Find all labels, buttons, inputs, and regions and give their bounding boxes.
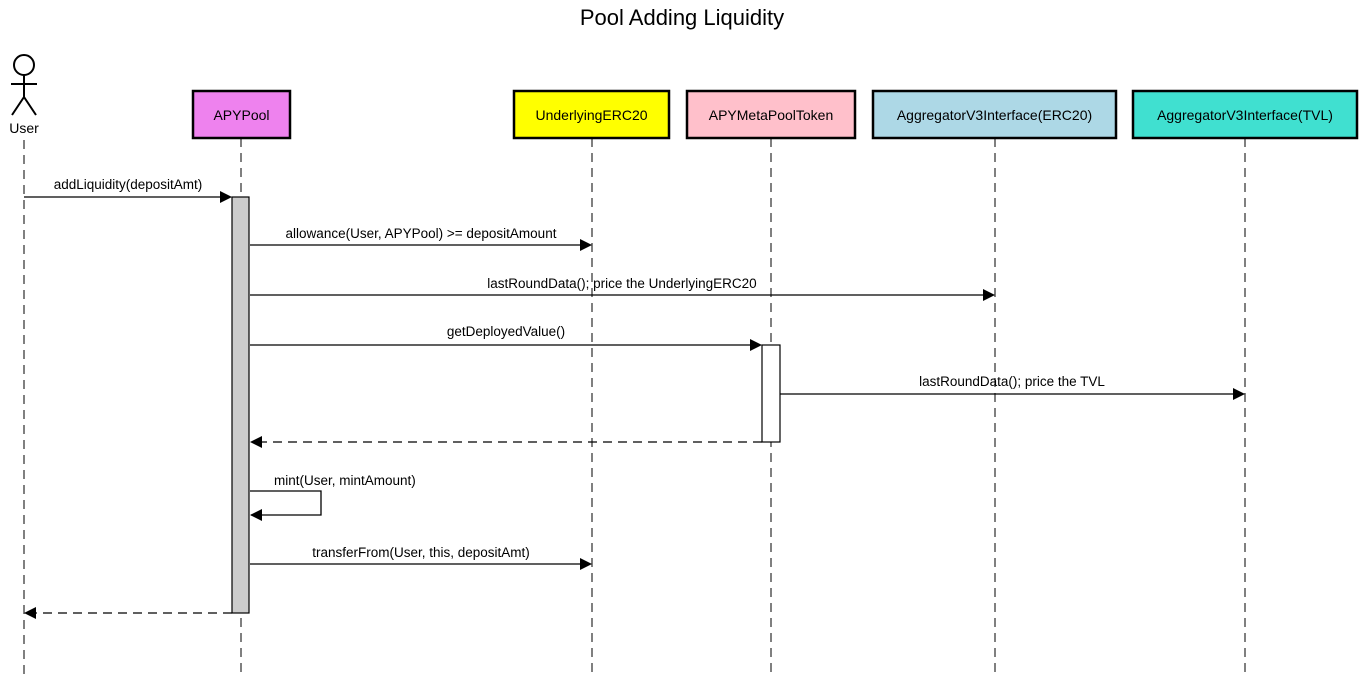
user-right-leg: [23, 96, 37, 116]
message-5-label: lastRoundData(); price the TVL: [919, 374, 1105, 389]
message-3-arrowhead: [983, 289, 995, 301]
lifelines: User: [9, 54, 1246, 675]
participant-label-apypool: APYPool: [213, 107, 269, 123]
participant-box-apypool: [191, 89, 292, 140]
participant-box-metapooltoken: [685, 89, 857, 140]
message-8-label: transferFrom(User, this, depositAmt): [312, 545, 530, 560]
message-8-arrowhead: [580, 558, 592, 570]
message-2-arrowhead: [580, 239, 592, 251]
actor-label-user: User: [9, 120, 39, 136]
message-1-label: addLiquidity(depositAmt): [54, 177, 203, 192]
message-6-arrowhead: [250, 436, 262, 448]
participant-box-underlying: [512, 89, 671, 140]
message-9-arrowhead: [24, 607, 36, 619]
participant-label-metapooltoken: APYMetaPoolToken: [709, 107, 834, 123]
message-4-label: getDeployedValue(): [447, 324, 565, 339]
participant-box-agg_tvl: [1131, 89, 1359, 140]
message-1-arrowhead: [220, 191, 232, 203]
activation-metapooltoken: [761, 344, 781, 443]
diagram-title: Pool Adding Liquidity: [580, 5, 784, 30]
participants: APYPool UnderlyingERC20 APYMetaPoolToken Ag…: [191, 89, 1359, 140]
message-7-self-arrow: [250, 490, 322, 516]
message-7-label: mint(User, mintAmount): [274, 473, 416, 488]
message-2-label: allowance(User, APYPool) >= depositAmoun…: [286, 226, 557, 241]
participant-label-agg_erc20: AggregatorV3Interface(ERC20): [897, 107, 1092, 123]
participant-box-agg_erc20: [871, 89, 1118, 140]
message-3-label: lastRoundData(); price the UnderlyingERC…: [487, 276, 756, 291]
message-4-arrowhead: [750, 339, 762, 351]
message-5-arrowhead: [1233, 388, 1245, 400]
participant-label-underlying: UnderlyingERC20: [535, 107, 647, 123]
activation-apypool: [231, 196, 250, 614]
user-left-leg: [11, 96, 25, 116]
messages: addLiquidity(depositAmt) allowance(User, …: [24, 177, 1245, 619]
user-head: [13, 54, 35, 76]
message-7-arrowhead: [250, 509, 262, 521]
participant-label-agg_tvl: AggregatorV3Interface(TVL): [1157, 107, 1333, 123]
